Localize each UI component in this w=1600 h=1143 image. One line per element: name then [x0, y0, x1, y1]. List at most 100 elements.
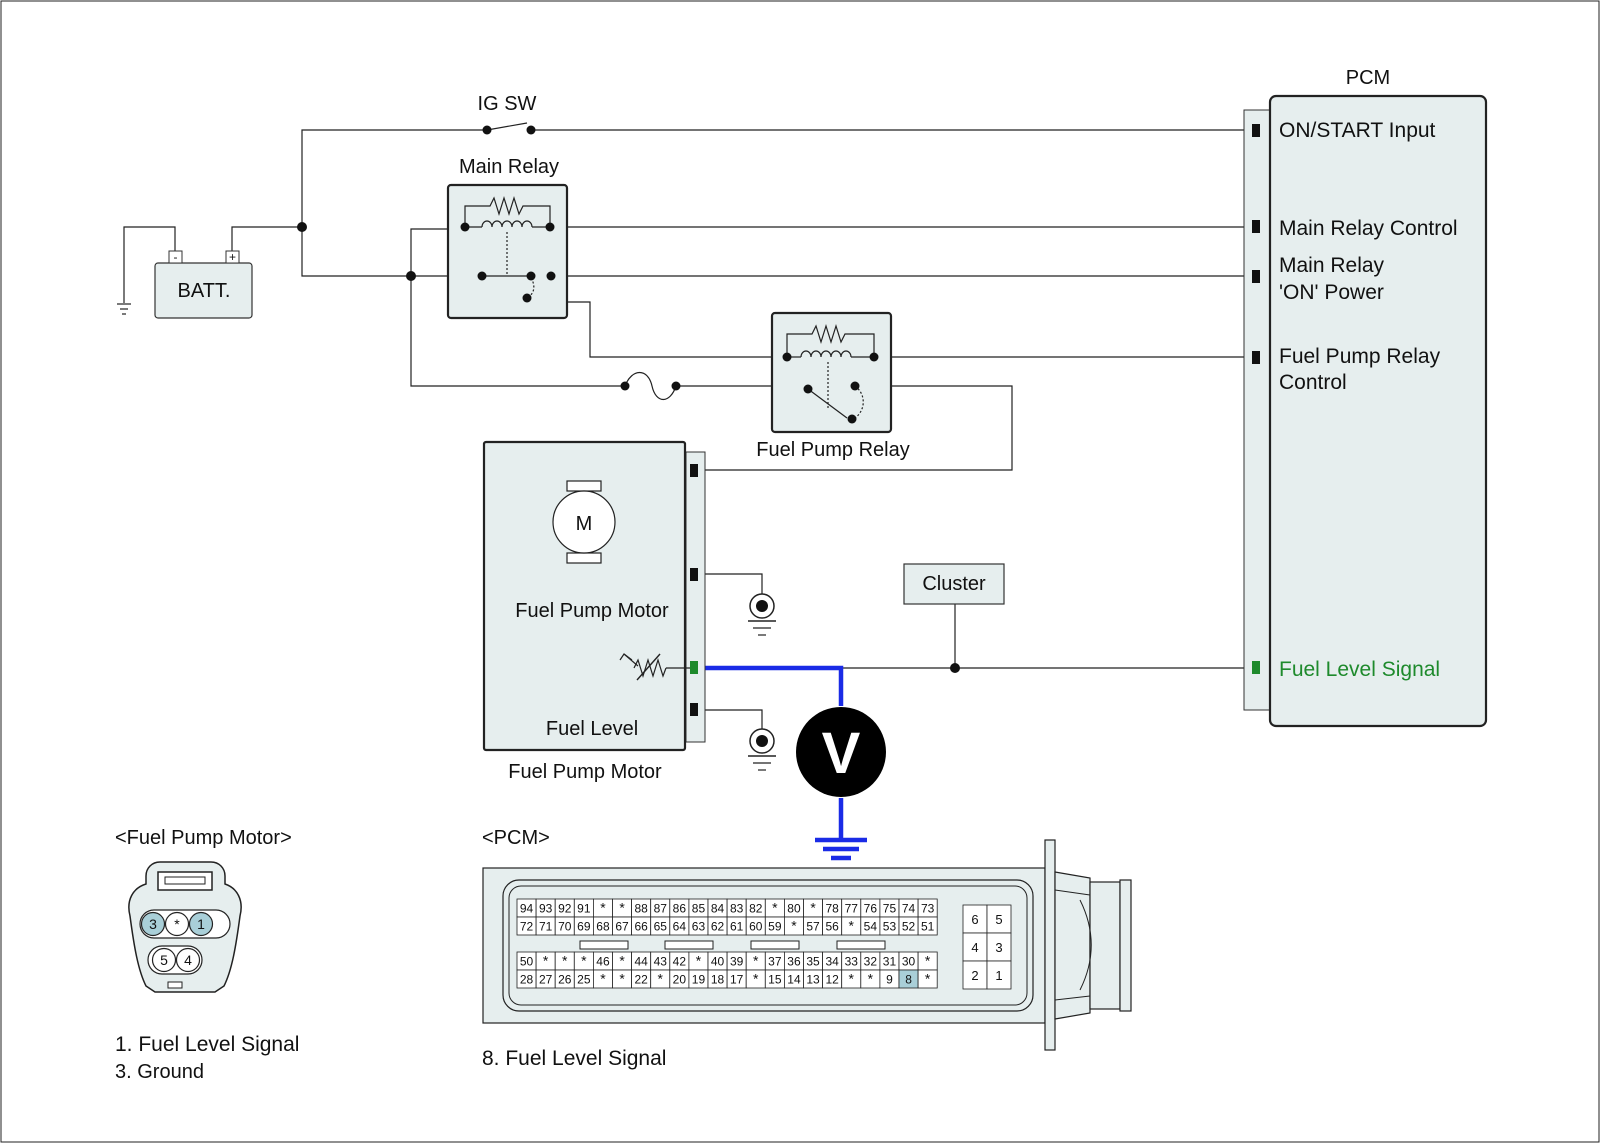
fuel-pump-connector-title: <Fuel Pump Motor> [115, 827, 292, 849]
fuel-pump-connector-legend-1: 1. Fuel Level Signal [115, 1033, 299, 1056]
pcm-pin-label: * [791, 918, 797, 934]
pcm-pin-label: 76 [864, 902, 878, 916]
pcm-title: PCM [1346, 67, 1390, 89]
pcm-pin-label: 73 [921, 902, 935, 916]
fp-pin-label: 3 [149, 916, 157, 932]
fuel-pump-relay: Fuel Pump Relay [756, 311, 910, 461]
pcm-pin-label: 39 [730, 955, 744, 969]
pcm-pin-label: * [849, 971, 855, 987]
pcm-pin-label: 9 [886, 973, 893, 987]
wire-sender-ground [703, 709, 763, 732]
fp-pin-3 [140, 911, 166, 937]
pcm-pin-label: 64 [673, 920, 687, 934]
pcm-pin-label: 40 [711, 955, 725, 969]
pcm-pin-label: * [562, 953, 568, 969]
wire-relay-coil-feed [410, 228, 448, 276]
pcm-pin-label: 18 [711, 973, 725, 987]
pcm-pin-label: 42 [673, 955, 687, 969]
pcm-pin-label: * [753, 953, 759, 969]
pcm-side-pin-cell [986, 932, 1012, 962]
pcm-pin-label: * [753, 971, 759, 987]
pcm-pin-label: 78 [825, 902, 839, 916]
battery-plus-label: + [229, 250, 236, 264]
pcm-pin-main-relay-control: Main Relay Control [1279, 217, 1458, 240]
fuel-level-sender-icon [619, 653, 690, 681]
pcm-pin-fuel-level-signal: Fuel Level Signal [1279, 658, 1440, 681]
fuel-level-label: Fuel Level [546, 718, 638, 740]
voltmeter-symbol: V [822, 721, 861, 786]
pcm-pin-label: * [810, 900, 816, 916]
fuel-pump-signal-pin [690, 661, 698, 674]
wire-fpr-to-pump [703, 385, 1013, 471]
pcm-pin-label: 94 [520, 902, 534, 916]
pcm-side-pin-label: 5 [995, 912, 1002, 927]
pcm-pin-label: * [581, 953, 587, 969]
pcm-pin-label: * [619, 900, 625, 916]
pcm-pin-label: * [600, 971, 606, 987]
battery-minus-label: - [174, 250, 178, 264]
pcm-pin-label: * [600, 900, 606, 916]
fp-pin-blank [164, 911, 190, 937]
pcm-pin-label: * [696, 953, 702, 969]
pcm-pin-label: 65 [654, 920, 668, 934]
pcm-pin-label: 50 [520, 955, 534, 969]
pcm-pin-main-relay-on-power: Main Relay [1279, 254, 1385, 277]
fuse-link [624, 371, 677, 401]
pcm-side-pin-label: 2 [971, 968, 978, 983]
pcm-pin-label: 54 [864, 920, 878, 934]
voltmeter-icon: V [796, 707, 886, 797]
battery: - + BATT. [154, 250, 253, 319]
pcm-pin-label: 12 [825, 973, 839, 987]
fuel-pump-relay-label: Fuel Pump Relay [756, 439, 909, 461]
voltmeter-probe [698, 665, 867, 861]
pcm-pin-label: * [849, 918, 855, 934]
pcm-pin-label: 19 [692, 973, 706, 987]
pcm-pin-label: 56 [825, 920, 839, 934]
pcm-side-pin-label: 6 [971, 912, 978, 927]
fuel-pump-motor-inner-label: Fuel Pump Motor [515, 600, 669, 622]
pcm-pin-label: 20 [673, 973, 687, 987]
pcm-pin-label: 68 [596, 920, 610, 934]
pcm-pin-label: 34 [825, 955, 839, 969]
pcm-pin-label: 83 [730, 902, 744, 916]
pcm-pin-label: 32 [864, 955, 878, 969]
fuel-pump-motor-outer-label: Fuel Pump Motor [508, 761, 662, 783]
pcm-pin-label: 60 [749, 920, 763, 934]
pcm-side-pin-cell [986, 960, 1012, 990]
fp-pin-label: * [174, 916, 180, 932]
pcm-pin-label: 84 [711, 902, 725, 916]
pcm-pin-on-start: ON/START Input [1279, 119, 1436, 142]
pcm-pin-label: * [658, 971, 664, 987]
cluster-label: Cluster [922, 573, 986, 595]
pcm-pin-main-relay-on-power: 'ON' Power [1279, 281, 1384, 304]
ig-sw-label: IG SW [478, 93, 537, 115]
main-relay: Main Relay [446, 156, 569, 320]
pcm-pin-label: 85 [692, 902, 706, 916]
pcm-pin-label: 52 [902, 920, 916, 934]
pcm-pin-label: 22 [634, 973, 648, 987]
probe-lead-positive [698, 665, 844, 706]
pcm-pin-label: 62 [711, 920, 725, 934]
pcm-side-pin-label: 1 [995, 968, 1002, 983]
pcm-pin-label: 44 [634, 955, 648, 969]
main-relay-label: Main Relay [459, 156, 559, 178]
pcm-connector-legend-8: 8. Fuel Level Signal [482, 1047, 666, 1070]
pcm-pin-label: * [619, 971, 625, 987]
pcm-pin-label: 51 [921, 920, 935, 934]
wire-motor-ground [703, 573, 763, 597]
pcm-connector-title: <PCM> [482, 827, 550, 849]
pcm-pin-label: * [925, 971, 931, 987]
pcm-pin-label: 30 [902, 955, 916, 969]
battery-label: BATT. [178, 280, 231, 302]
ig-switch: IG SW [478, 93, 537, 135]
fp-pin-1 [188, 911, 214, 937]
pcm-pin-label: 70 [558, 920, 572, 934]
pcm-pin-label: 37 [768, 955, 782, 969]
pcm-pin-label: 86 [673, 902, 687, 916]
pcm-pin-label: * [543, 953, 549, 969]
chassis-ground-icon [748, 728, 776, 771]
pcm-pin-label: * [925, 953, 931, 969]
motor-symbol: M [576, 513, 593, 535]
pcm-pin-label: 80 [787, 902, 801, 916]
pcm-side-pin-cell [986, 904, 1012, 934]
